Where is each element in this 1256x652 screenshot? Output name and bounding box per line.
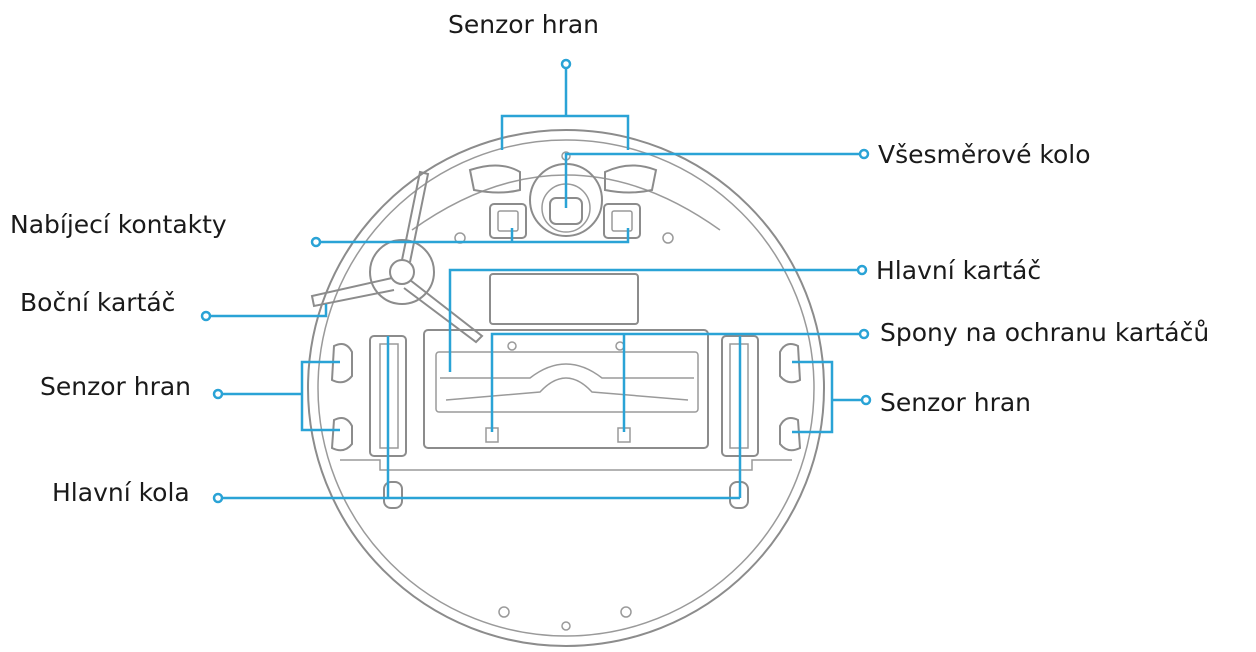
screw-hole bbox=[507, 341, 517, 351]
dot-nabijeci-kontakty bbox=[310, 236, 322, 248]
label-senzor-hran-top: Senzor hran bbox=[448, 10, 600, 39]
leader-lines bbox=[200, 58, 872, 504]
screw-hole bbox=[498, 606, 510, 618]
dot-hlavni-kartac bbox=[856, 264, 868, 276]
charging-contact-right bbox=[603, 203, 641, 239]
label-vsesmerove-kolo: Všesměrové kolo bbox=[878, 140, 1091, 169]
leader-bocni-kartac bbox=[206, 304, 328, 318]
robot-outline bbox=[307, 129, 825, 647]
body-lower-edge bbox=[340, 459, 792, 471]
leader-vsesmerove-kolo bbox=[564, 152, 864, 208]
label-bocni-kartac: Boční kartáč bbox=[20, 288, 176, 317]
right-upper-cliff-sensor bbox=[779, 343, 802, 384]
leader-senzor-hran-right-bracket bbox=[792, 360, 834, 434]
side-brush-hub-outer bbox=[369, 239, 435, 305]
charging-contact-right-inner bbox=[611, 210, 633, 232]
dot-bocni-kartac bbox=[200, 310, 212, 322]
main-brush-bristles bbox=[440, 363, 694, 379]
screw-hole bbox=[620, 606, 632, 618]
label-hlavni-kola: Hlavní kola bbox=[52, 478, 190, 507]
dot-senzor-hran-left bbox=[212, 388, 224, 400]
robot-inner-rim bbox=[317, 139, 815, 637]
leader-hlavni-kartac bbox=[448, 268, 862, 372]
dot-spony bbox=[858, 328, 870, 340]
label-nabijeci-kontakty: Nabíjecí kontakty bbox=[10, 210, 227, 239]
screw-hole bbox=[561, 621, 571, 631]
leader-nabijeci-kontakty bbox=[316, 228, 630, 244]
right-lower-cliff-sensor bbox=[779, 417, 802, 452]
robot-outer-rim bbox=[307, 129, 825, 647]
charging-contact-left bbox=[489, 203, 527, 239]
label-senzor-hran-right: Senzor hran bbox=[880, 388, 1032, 417]
side-brush-arm-right bbox=[403, 279, 484, 344]
label-senzor-hran-left: Senzor hran bbox=[40, 372, 192, 401]
left-lower-cliff-sensor bbox=[330, 417, 353, 452]
side-brush-arm-top bbox=[401, 170, 430, 263]
screw-hole bbox=[662, 232, 674, 244]
charging-contact-left-inner bbox=[497, 210, 519, 232]
leader-senzor-hran-top-bracket bbox=[500, 114, 630, 150]
main-wheel-foot-left bbox=[383, 481, 403, 509]
dot-hlavni-kola bbox=[212, 492, 224, 504]
left-upper-cliff-sensor bbox=[330, 343, 353, 384]
dot-senzor-hran-top bbox=[560, 58, 572, 70]
top-left-sensor-housing bbox=[468, 164, 521, 194]
top-right-sensor-housing bbox=[604, 164, 658, 194]
main-brush-bristles-2 bbox=[445, 377, 689, 401]
main-brush-roller bbox=[435, 351, 699, 413]
leader-senzor-hran-left-bracket bbox=[300, 360, 340, 432]
dot-senzor-hran-right bbox=[860, 394, 872, 406]
side-brush-arm-left bbox=[310, 277, 395, 308]
dot-vsesmerove-kolo bbox=[858, 148, 870, 160]
main-brush-bay bbox=[423, 329, 709, 449]
label-spony: Spony na ochranu kartáčů bbox=[880, 318, 1210, 347]
label-hlavni-kartac: Hlavní kartáč bbox=[876, 256, 1042, 285]
leader-spony bbox=[490, 332, 864, 432]
center-panel bbox=[489, 273, 639, 325]
